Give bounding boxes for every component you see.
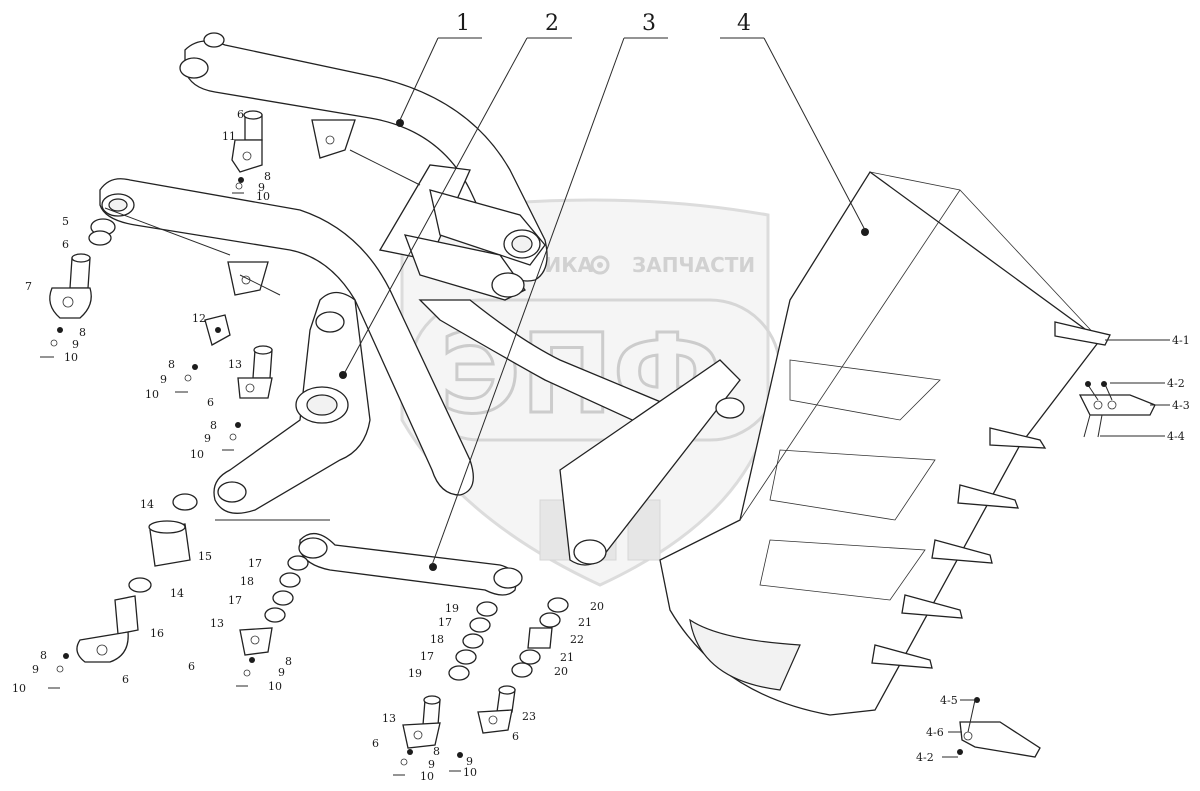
callout-10: 10 <box>256 190 270 203</box>
callout-6: 6 <box>62 238 69 251</box>
boom-arm-lower <box>99 178 474 496</box>
ring-stack-19-17-18 <box>448 601 498 681</box>
callout-13: 13 <box>210 617 224 630</box>
callout-12: 12 <box>192 312 206 325</box>
watermark-text-right: ЗАПЧАСТИ <box>632 253 755 277</box>
callout-6: 6 <box>122 673 129 686</box>
bucket <box>659 171 1111 716</box>
pin-assembly-11 <box>231 110 263 194</box>
callout-6: 6 <box>237 108 244 121</box>
callouts: 6 11 8 9 10 5 6 7 8 9 10 12 8 9 10 13 6 … <box>12 108 1190 783</box>
main-label-2: 2 <box>545 11 559 36</box>
callout-15: 15 <box>198 550 212 563</box>
callout-21: 21 <box>560 651 574 664</box>
bucket-teeth <box>871 321 1111 669</box>
gear-icon <box>590 255 610 275</box>
bushing-14-15-16 <box>48 493 198 689</box>
callout-14: 14 <box>170 587 184 600</box>
callout-16: 16 <box>150 627 164 640</box>
callout-9: 9 <box>204 432 211 445</box>
callout-17: 17 <box>438 616 452 629</box>
callout-8: 8 <box>433 745 440 758</box>
callout-9: 9 <box>32 663 39 676</box>
callout-22: 22 <box>570 633 584 646</box>
callout-20: 20 <box>554 665 568 678</box>
tooth-detail-4-3 <box>1078 381 1156 438</box>
main-label-1: 1 <box>456 11 470 36</box>
callout-9: 9 <box>278 666 285 679</box>
callout-6: 6 <box>207 396 214 409</box>
callout-13: 13 <box>228 358 242 371</box>
pin-assembly-7 <box>40 253 92 358</box>
leader-lines <box>104 37 1170 758</box>
callout-8: 8 <box>285 655 292 668</box>
ring-stack-20-21-22 <box>511 597 569 678</box>
callout-23: 23 <box>522 710 536 723</box>
callout-14: 14 <box>140 498 154 511</box>
callout-6: 6 <box>372 737 379 750</box>
callout-8: 8 <box>79 326 86 339</box>
main-label-3: 3 <box>642 11 656 36</box>
callout-11: 11 <box>222 130 236 143</box>
bell-crank <box>213 291 371 514</box>
callout-6: 6 <box>512 730 519 743</box>
callout-18: 18 <box>430 633 444 646</box>
callout-4-5: 4-5 <box>940 694 958 707</box>
callout-19: 19 <box>408 667 422 680</box>
pin-assembly-13-upper <box>222 345 273 451</box>
callout-18: 18 <box>240 575 254 588</box>
tilt-lever <box>418 299 745 566</box>
callout-10: 10 <box>145 388 159 401</box>
callout-9: 9 <box>72 338 79 351</box>
callout-8: 8 <box>40 649 47 662</box>
callout-4-3: 4-3 <box>1172 399 1190 412</box>
callout-9: 9 <box>428 758 435 771</box>
callout-13: 13 <box>382 712 396 725</box>
main-labels: 1 2 3 4 <box>456 11 751 36</box>
pin-assembly-23 <box>449 685 516 772</box>
callout-10: 10 <box>64 351 78 364</box>
callout-10: 10 <box>463 766 477 779</box>
ring-stack-17-18 <box>264 555 309 623</box>
callout-19: 19 <box>445 602 459 615</box>
callout-7: 7 <box>25 280 32 293</box>
callout-9: 9 <box>258 181 265 194</box>
callout-10: 10 <box>190 448 204 461</box>
callout-10: 10 <box>420 770 434 783</box>
callout-10: 10 <box>268 680 282 693</box>
pin-assembly-13-mid <box>236 627 273 687</box>
boom-arm-upper <box>179 32 548 282</box>
callout-8: 8 <box>210 419 217 432</box>
callout-8: 8 <box>264 170 271 183</box>
callout-20: 20 <box>590 600 604 613</box>
callout-4-1: 4-1 <box>1172 334 1190 347</box>
callout-5: 5 <box>62 215 69 228</box>
callout-4-6: 4-6 <box>926 726 944 739</box>
callout-17: 17 <box>228 594 242 607</box>
callout-17: 17 <box>420 650 434 663</box>
pin-assembly-13-lower <box>393 695 441 776</box>
main-label-4: 4 <box>737 11 751 36</box>
callout-10: 10 <box>12 682 26 695</box>
tilt-link <box>298 533 523 596</box>
bushing-5-6 <box>88 218 116 246</box>
callout-4-2: 4-2 <box>916 751 934 764</box>
boom-cross-tube <box>378 164 546 301</box>
pin-assembly-12 <box>175 314 231 393</box>
callout-9: 9 <box>466 755 473 768</box>
callout-4-4: 4-4 <box>1167 430 1185 443</box>
callout-17: 17 <box>248 557 262 570</box>
tooth-detail-4-6 <box>957 697 1041 758</box>
callout-9: 9 <box>160 373 167 386</box>
callout-6: 6 <box>188 660 195 673</box>
callout-8: 8 <box>168 358 175 371</box>
callout-4-2: 4-2 <box>1167 377 1185 390</box>
callout-21: 21 <box>578 616 592 629</box>
